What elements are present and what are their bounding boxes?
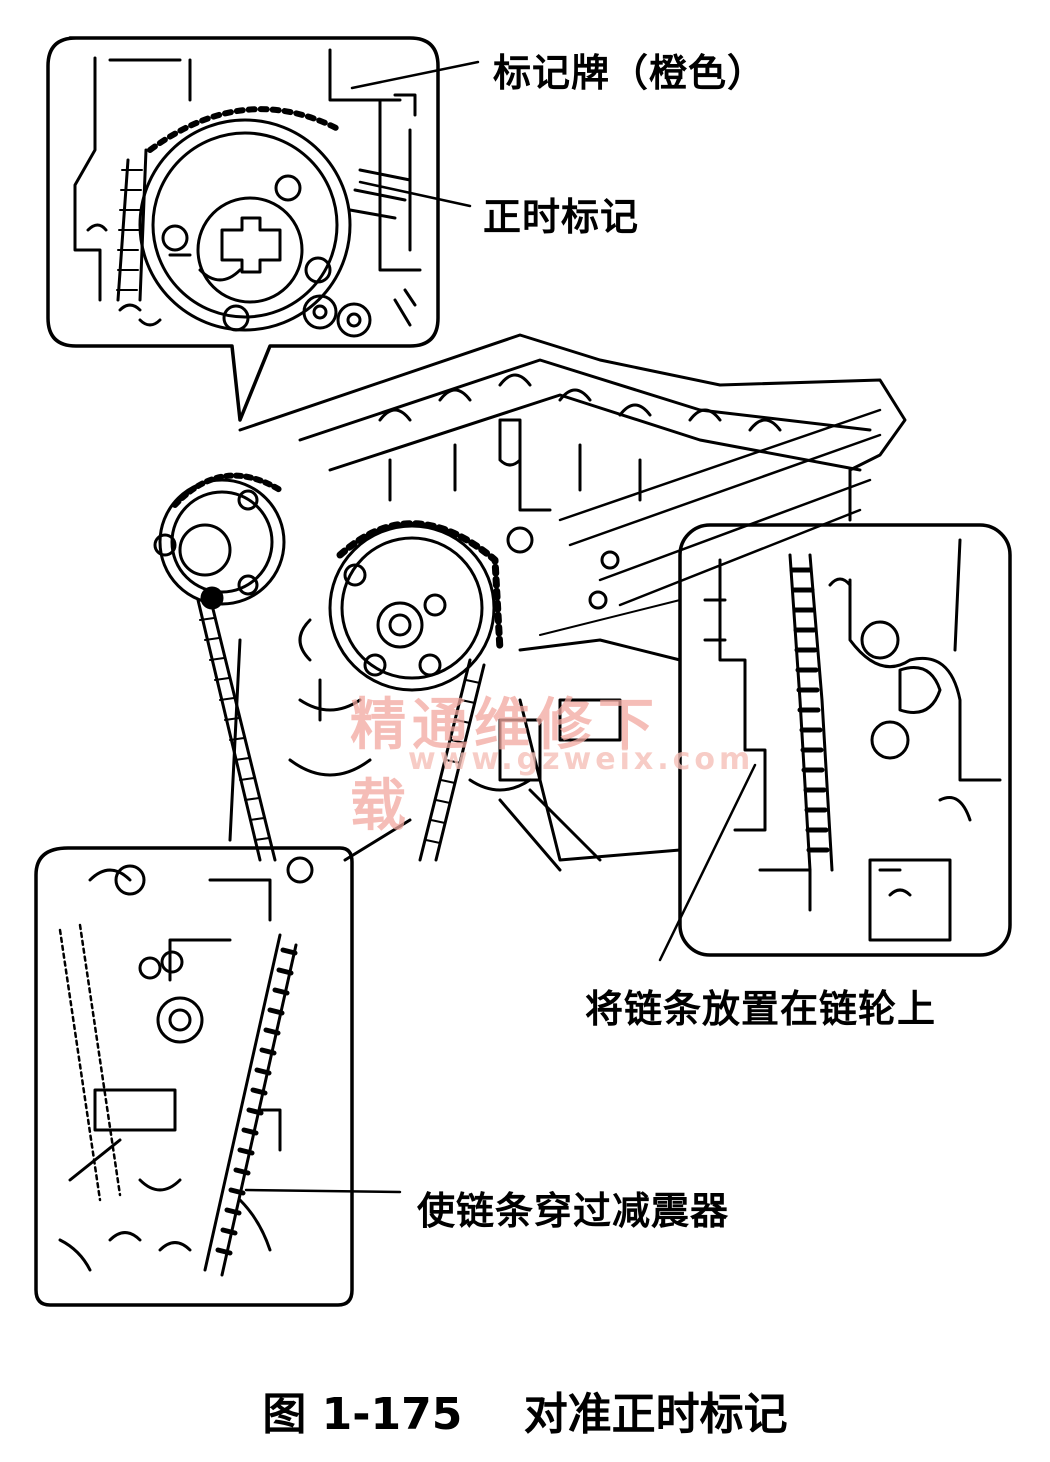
figure-title: 对准正时标记 — [523, 1389, 788, 1440]
callout-tag-label: 标记牌（橙色） — [493, 51, 767, 95]
inset-top-sprocket — [46, 36, 440, 422]
figure-number: 图 1-175 — [262, 1389, 463, 1440]
leader-place-chain — [658, 763, 757, 962]
leader-timing-mark — [358, 180, 472, 208]
engine-block — [153, 333, 907, 872]
callout-pass-damper-label: 使链条穿过减震器 — [417, 1189, 730, 1233]
leader-tag — [350, 60, 480, 90]
callout-timing-mark-label: 正时标记 — [483, 195, 640, 239]
callout-place-chain-label: 将链条放置在链轮上 — [585, 987, 937, 1031]
inset-right-chain — [678, 523, 1012, 957]
inset-bottom-damper — [34, 818, 412, 1307]
leader-damper — [244, 1188, 402, 1194]
figure-caption: 图 1-175 对准正时标记 — [0, 1378, 1050, 1442]
